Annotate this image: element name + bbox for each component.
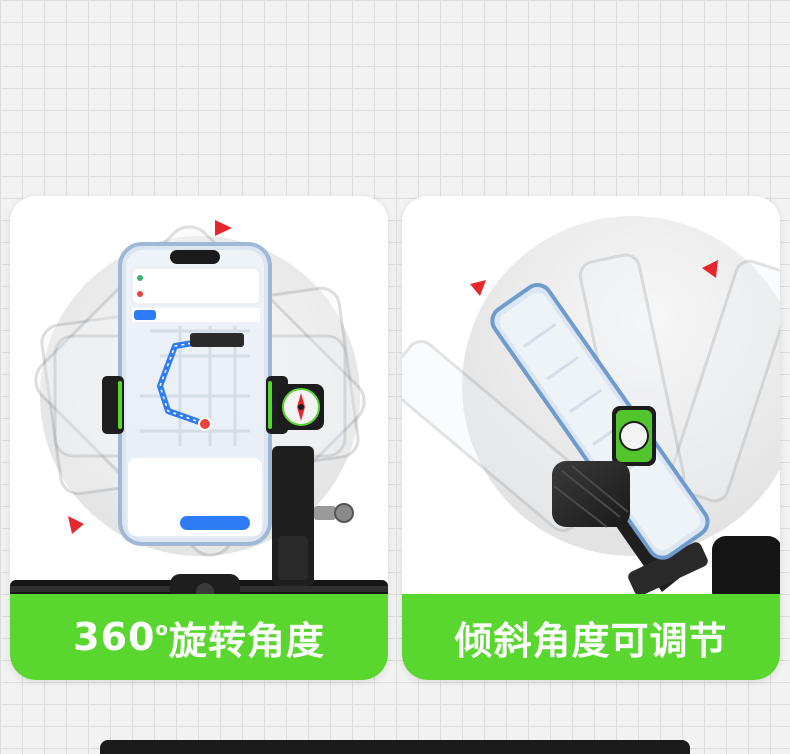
compass-icon — [619, 421, 649, 451]
handlebar-end — [712, 536, 780, 606]
ghost-phone-tilt-1 — [668, 259, 780, 503]
phone-notch — [170, 250, 220, 264]
caption-number: 360 — [73, 615, 156, 659]
rotate-arrow-icon — [68, 516, 84, 534]
caption-text: 旋转角度 — [168, 618, 325, 663]
start-nav-button[interactable] — [180, 516, 250, 530]
map-tooltip — [190, 333, 244, 347]
tilt-feature-panel: 倾斜角度可调节 — [402, 196, 780, 680]
next-section-edge — [100, 740, 690, 754]
tilt-caption: 倾斜角度可调节 — [402, 594, 780, 680]
mount-knob — [334, 503, 354, 523]
tilt-arrow-icon — [702, 260, 718, 278]
tilt-arrow-icon — [470, 280, 486, 296]
tilt-illustration — [402, 216, 780, 606]
rotate-arrow-icon — [215, 220, 232, 236]
caption-degree: o — [155, 618, 169, 640]
caption-text: 倾斜角度可调节 — [454, 618, 728, 663]
